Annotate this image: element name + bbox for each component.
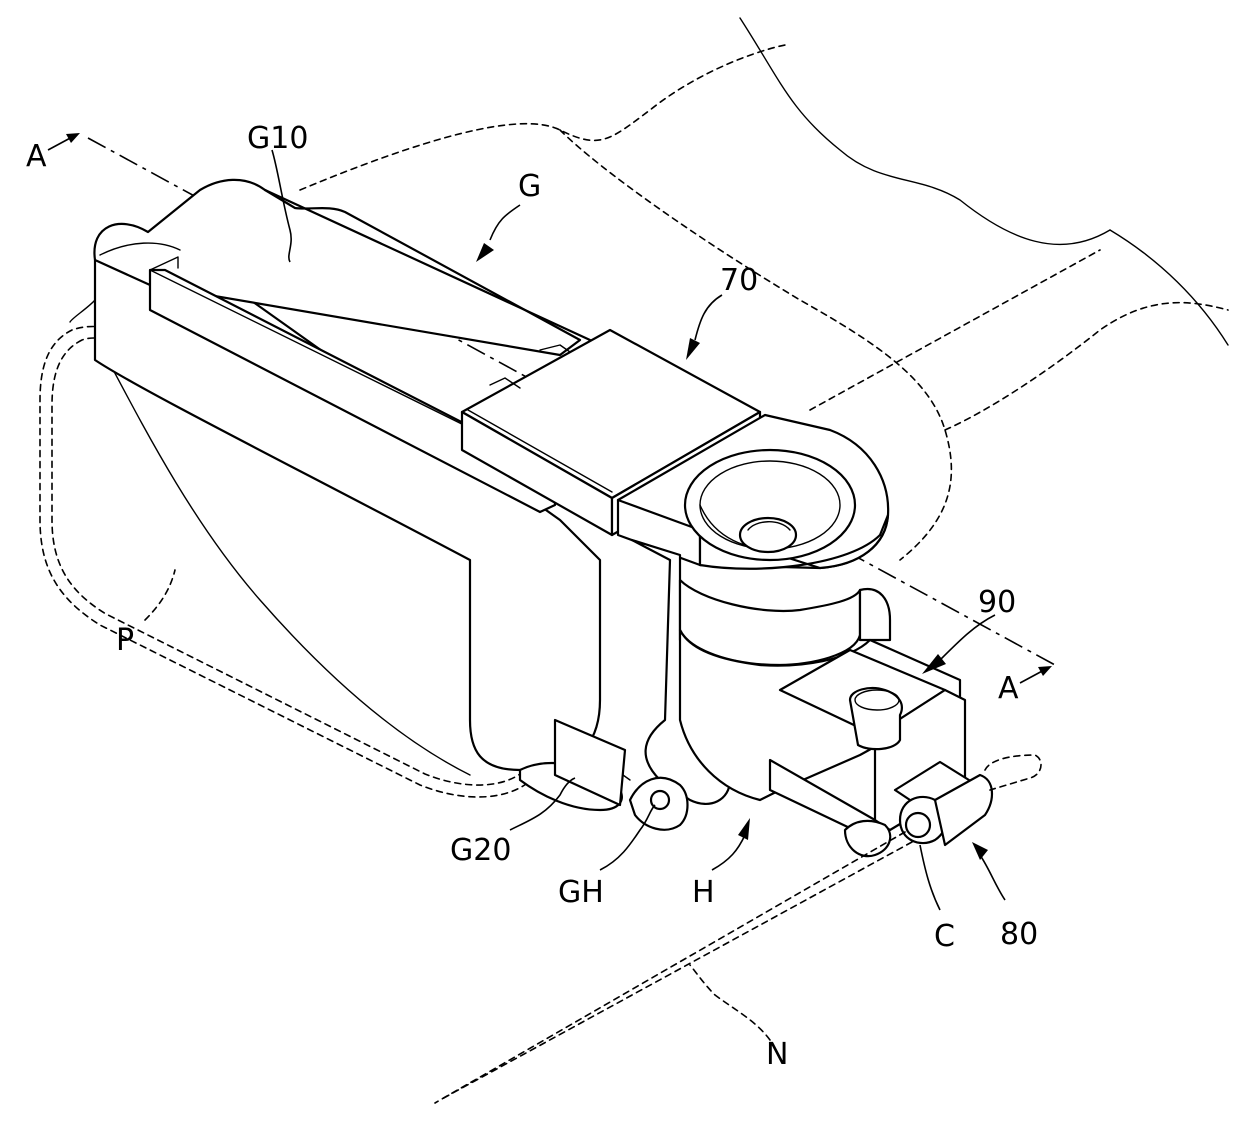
- label-g10: G10: [247, 121, 308, 156]
- label-n: N: [766, 1037, 788, 1072]
- needle-n: [435, 832, 912, 1103]
- label-90: 90: [978, 585, 1016, 620]
- label-a-right: A: [998, 671, 1019, 706]
- label-p: P: [116, 623, 134, 658]
- label-80: 80: [1000, 917, 1038, 952]
- label-h: H: [692, 875, 715, 910]
- label-g: G: [518, 169, 541, 204]
- label-gh: GH: [558, 875, 604, 910]
- label-70: 70: [720, 263, 758, 298]
- label-g20: G20: [450, 833, 511, 868]
- label-a-left: A: [26, 139, 47, 174]
- label-c: C: [934, 919, 955, 954]
